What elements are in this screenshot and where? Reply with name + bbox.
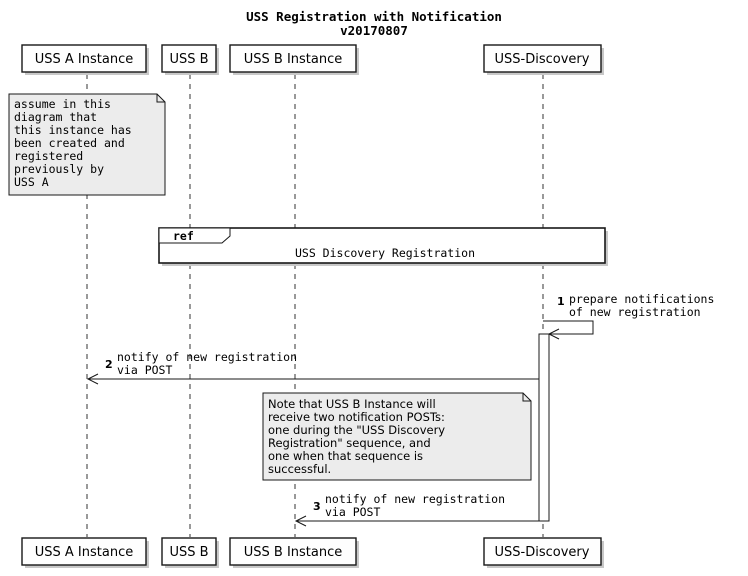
message-number: 3 [313, 500, 321, 513]
diagram-version: v20170807 [340, 23, 408, 38]
note-line: Note that USS B Instance will [268, 397, 436, 411]
ref-text: USS Discovery Registration [295, 246, 475, 260]
participant-top-uss-b-instance: USS B Instance [229, 44, 359, 75]
message-label: notify of new registration [117, 350, 297, 364]
participant-label: USS A Instance [35, 52, 133, 67]
note-line: registered [14, 149, 83, 163]
note-line: USS A [14, 175, 49, 189]
message-number: 1 [557, 295, 565, 308]
note-line: previously by [14, 162, 104, 176]
participant-label: USS-Discovery [495, 52, 590, 67]
participant-top-uss-b: USS B [161, 44, 219, 75]
message-label: of new registration [569, 305, 701, 319]
participant-top-uss-discovery: USS-Discovery [483, 44, 604, 75]
message-number: 2 [105, 358, 113, 371]
note-line: this instance has [14, 123, 132, 137]
message-3: 3 notify of new registration via POST [294, 492, 539, 527]
note-line: one during the "USS Discovery [268, 423, 445, 437]
ref-tag: ref [173, 229, 194, 243]
participant-label: USS B Instance [244, 52, 343, 67]
message-2: 2 notify of new registration via POST [86, 350, 539, 385]
activation-bar-uss-discovery [538, 333, 550, 522]
note-line: Registration" sequence, and [268, 436, 431, 450]
participant-label: USS B [169, 52, 208, 67]
participant-label: USS B Instance [244, 545, 343, 560]
note-line: successful. [268, 462, 331, 476]
participant-label: USS A Instance [35, 545, 133, 560]
note-line: one when that sequence is [268, 449, 423, 463]
message-label: notify of new registration [325, 492, 505, 506]
participant-top-uss-a-instance: USS A Instance [21, 44, 149, 75]
participant-bottom-uss-discovery: USS-Discovery [483, 537, 604, 568]
message-label: prepare notifications [569, 292, 714, 306]
note-uss-a-instance: assume in this diagram that this instanc… [8, 93, 166, 196]
diagram-title: USS Registration with Notification [246, 9, 502, 24]
participant-label: USS B [169, 545, 208, 560]
participant-bottom-uss-b-instance: USS B Instance [229, 537, 359, 568]
message-1: 1 prepare notifications of new registrat… [543, 292, 714, 340]
message-label: via POST [117, 363, 172, 377]
message-label: via POST [325, 505, 380, 519]
note-line: receive two notification POSTs: [268, 410, 445, 424]
participant-bottom-uss-a-instance: USS A Instance [21, 537, 149, 568]
ref-frame: ref USS Discovery Registration [158, 227, 608, 266]
participant-label: USS-Discovery [495, 545, 590, 560]
participant-bottom-uss-b: USS B [161, 537, 219, 568]
note-uss-b-instance: Note that USS B Instance will receive tw… [262, 392, 532, 481]
note-line: been created and [14, 136, 125, 150]
note-line: diagram that [14, 110, 97, 124]
note-line: assume in this [14, 97, 111, 111]
